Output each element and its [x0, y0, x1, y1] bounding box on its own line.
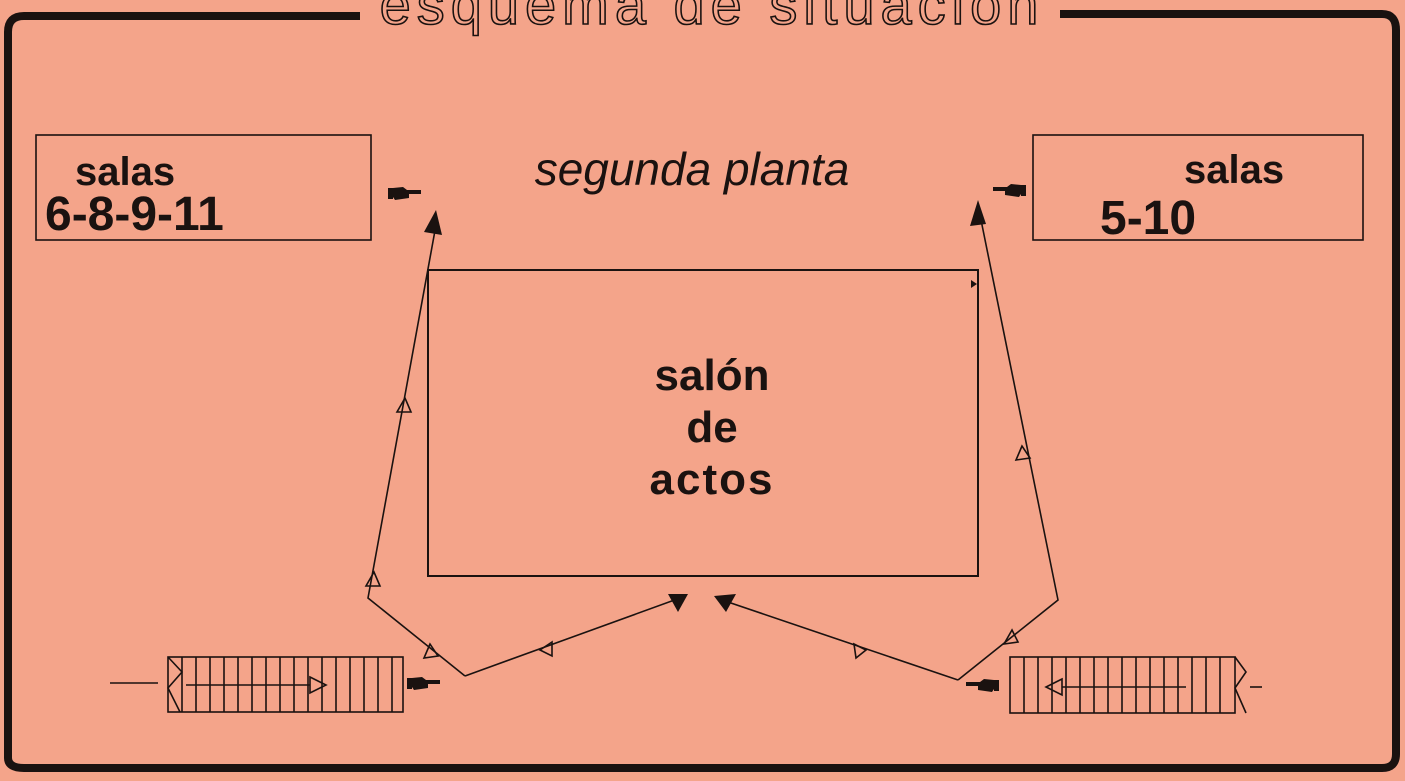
arrowhead-icon — [1002, 628, 1020, 646]
arrowhead-icon — [538, 640, 553, 658]
arrowhead-icon — [852, 642, 868, 660]
arrowhead-icon — [1014, 444, 1032, 461]
rooms-right-numbers: 5-10 — [1100, 192, 1196, 245]
arrowhead-icon — [714, 594, 736, 612]
route-left — [364, 210, 688, 677]
rooms-left-label: salas — [75, 150, 175, 194]
arrowhead-icon — [422, 642, 440, 659]
stairs-direction-arrowhead-icon — [309, 675, 328, 695]
arrowhead-icon — [424, 210, 442, 235]
arrowhead-icon — [364, 570, 382, 587]
small-arrowhead-icon — [971, 280, 977, 288]
route-right — [714, 200, 1059, 681]
pointing-hand-icon — [966, 679, 999, 692]
stairs-icon-right — [1009, 656, 1262, 714]
rooms-box-right: salas 5-10 — [1032, 134, 1364, 245]
arrowhead-icon — [395, 396, 413, 413]
pointing-hand-icon — [407, 677, 440, 690]
arrowhead-icon — [970, 200, 986, 226]
pointing-hand-icon — [993, 184, 1026, 197]
hall-line-3: actos — [650, 455, 775, 504]
rooms-box-left: salas 6-8-9-11 — [35, 134, 372, 241]
hall-line-1: salón — [655, 351, 770, 400]
rooms-left-numbers: 6-8-9-11 — [45, 188, 224, 241]
stairs-icon-left — [110, 656, 404, 713]
stairs-direction-arrowhead-icon — [1044, 677, 1063, 697]
hall-line-2: de — [686, 403, 737, 452]
diagram-title: esquema de situación — [380, 0, 1045, 36]
outer-frame — [4, 10, 1400, 772]
assembly-hall: salón de actos — [427, 269, 979, 577]
arrowhead-icon — [668, 594, 688, 612]
pointing-hand-icon — [388, 187, 421, 200]
rooms-right-label: salas — [1184, 148, 1284, 192]
floor-label: segunda planta — [535, 143, 850, 195]
